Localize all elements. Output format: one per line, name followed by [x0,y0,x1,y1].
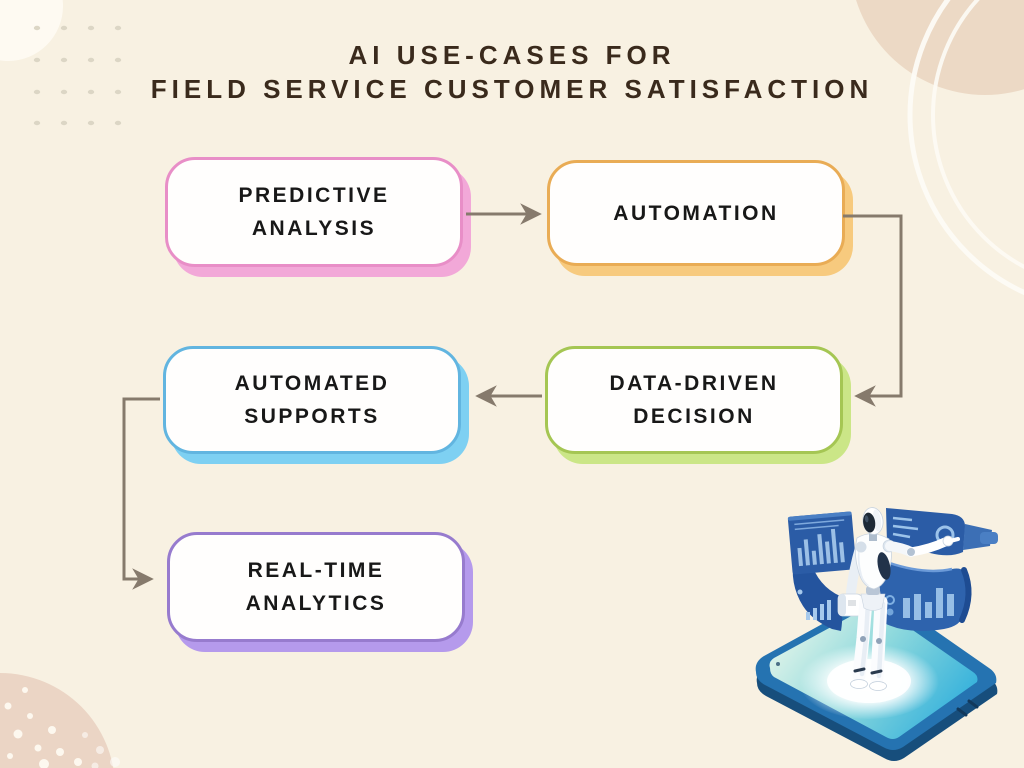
flow-node-predictive-analysis: PREDICTIVE ANALYSIS [165,157,463,267]
glow [799,643,939,719]
flow-node-real-time-analytics: REAL-TIME ANALYTICS [167,532,465,642]
flow-node-automated-supports: AUTOMATED SUPPORTS [163,346,461,454]
page-title-line1: AI USE-CASES FOR [348,40,676,70]
node-label: PREDICTIVE ANALYSIS [238,184,390,240]
node-label: REAL-TIME ANALYTICS [245,559,387,615]
robot-illustration [755,507,998,761]
bottom-left-blob [0,673,120,768]
robot [837,507,960,691]
connector-automation-to-data-driven [843,214,903,407]
data-ribbon [787,508,998,631]
page-title: AI USE-CASES FOR FIELD SERVICE CUSTOMER … [0,38,1024,106]
node-label: AUTOMATED SUPPORTS [234,372,390,428]
node-label: DATA-DRIVEN DECISION [609,372,779,428]
flow-node-automation: AUTOMATION [547,160,845,266]
page-title-line2: FIELD SERVICE CUSTOMER SATISFACTION [150,74,874,104]
node-label: AUTOMATION [613,201,779,225]
connector-supports-to-realtime [122,397,160,590]
flow-node-data-driven-decision: DATA-DRIVEN DECISION [545,346,843,454]
